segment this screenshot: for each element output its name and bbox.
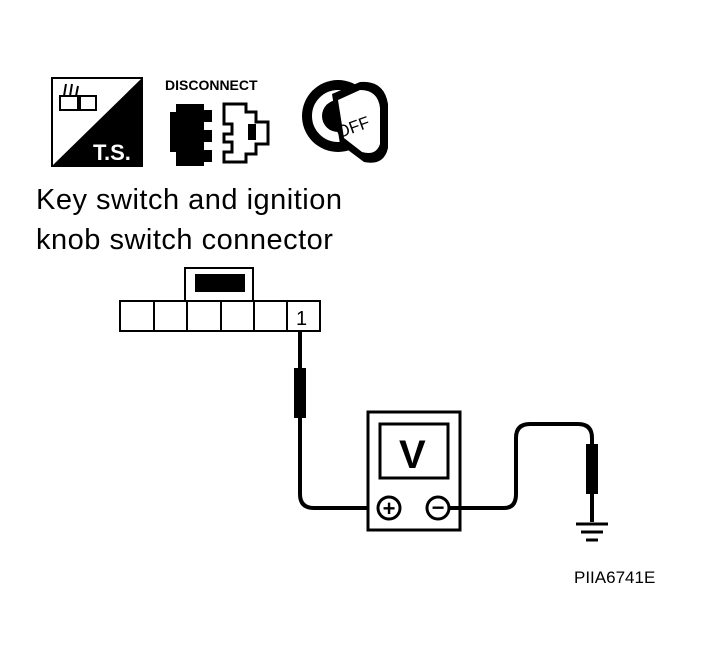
- connector-lock-tab: [195, 274, 245, 292]
- positive-test-lead: [294, 331, 378, 510]
- positive-terminal-icon: [376, 495, 402, 521]
- connector-title-line2: knob switch connector: [36, 224, 334, 256]
- positive-symbol: +: [383, 496, 396, 521]
- ground-icon: [576, 522, 608, 542]
- connector: 1: [119, 267, 321, 332]
- voltmeter-mode: V: [399, 433, 426, 477]
- negative-symbol: −: [432, 495, 445, 520]
- reference-code: PIIA6741E: [574, 568, 656, 587]
- voltmeter-display: [378, 422, 450, 480]
- negative-probe: [586, 444, 598, 494]
- terminal-number: 1: [296, 308, 307, 330]
- disconnect-label: DISCONNECT: [165, 77, 258, 93]
- troubleshoot-label: T.S.: [93, 140, 131, 165]
- positive-probe: [294, 368, 306, 418]
- disconnect-icon: DISCONNECT: [165, 77, 270, 166]
- troubleshoot-icon: T.S.: [51, 77, 143, 167]
- negative-test-lead: [449, 422, 598, 522]
- voltmeter: V + −: [366, 410, 462, 532]
- ignition-off-icon: OFF: [302, 80, 388, 163]
- connector-title-line1: Key switch and ignition: [36, 184, 343, 216]
